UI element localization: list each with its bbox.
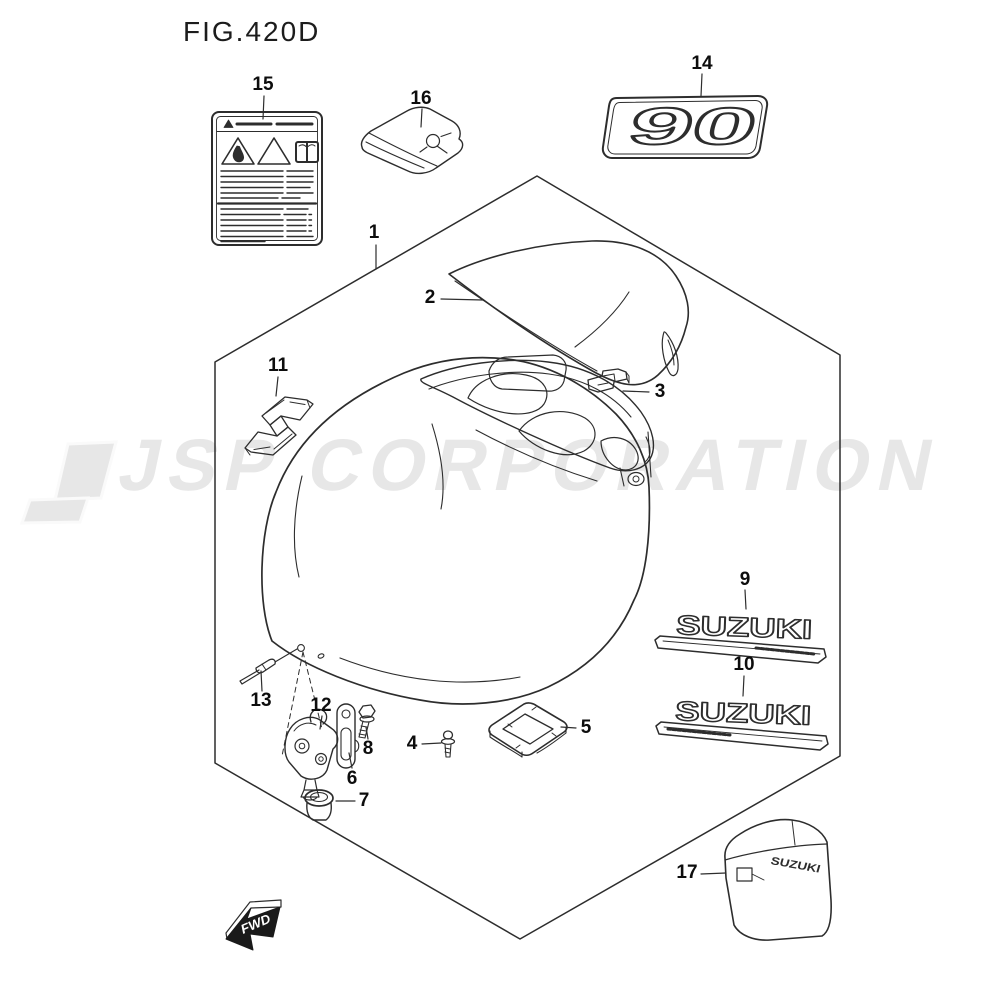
panel-clip [587,368,630,393]
fwd-arrow-icon: FWD [225,899,282,951]
suzuki-s-logo-icon [244,396,314,456]
assembly-boundary [214,175,841,940]
warning-label [211,111,323,246]
bolt-8 [358,704,376,739]
latch-pin [239,648,323,757]
caution-triangle-icon [257,137,291,165]
bolt-4 [440,730,456,758]
badge-90-text: 90 [622,98,765,156]
square-seal [488,702,568,758]
suzuki-emblem-bottom: SUZUKI [655,695,829,751]
suzuki-emblem-top: SUZUKI [654,609,827,664]
leader-lines [260,73,747,875]
top-panel [448,240,690,386]
hood-latch [284,708,339,801]
model-90-badge: 90 [601,95,769,159]
flame-warning-icon [221,137,255,165]
grommet [304,789,334,821]
engine-cover-body [261,354,655,705]
manual-book-icon [295,141,319,163]
latch-bracket [336,703,360,769]
air-vent-cover [360,106,464,175]
cover-bag: SUZUKI [724,818,832,941]
